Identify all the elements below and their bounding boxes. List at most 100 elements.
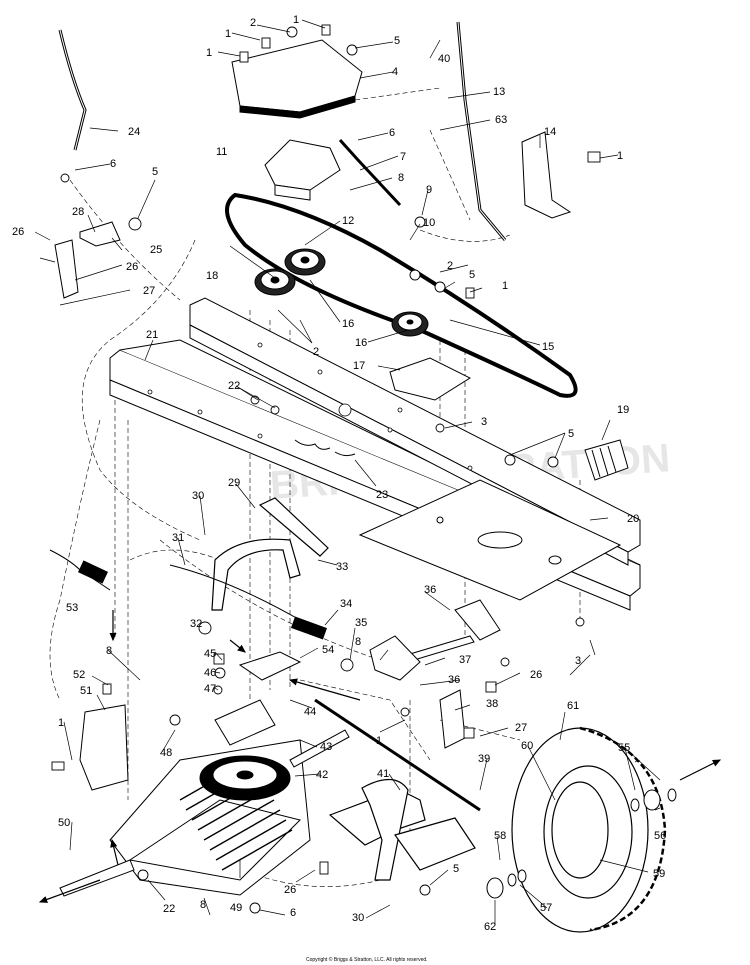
callout: 26 <box>284 884 296 896</box>
callout: 22 <box>163 903 175 915</box>
callout: 35 <box>355 617 367 629</box>
bracket-41-loop <box>361 778 409 881</box>
callout: 45 <box>204 648 216 660</box>
callout: 28 <box>72 206 84 218</box>
callout: 26 <box>530 669 542 681</box>
callout: 51 <box>80 685 92 697</box>
frame-holes <box>147 342 473 471</box>
callout: 26 <box>126 261 138 273</box>
callout: 1 <box>502 280 508 292</box>
callout: 40 <box>438 53 450 65</box>
callout: 25 <box>150 244 162 256</box>
leader-lines <box>34 19 661 925</box>
callout: 24 <box>128 126 140 138</box>
copyright-text: Copyright © Briggs & Stratton, LLC. All … <box>306 956 428 963</box>
callout: 1 <box>376 735 382 747</box>
drive-belt <box>225 192 578 398</box>
callout: 15 <box>542 341 554 353</box>
callout: 56 <box>654 830 666 842</box>
rear-wheel <box>511 726 667 933</box>
callout: 10 <box>423 217 435 229</box>
callout: 12 <box>342 215 354 227</box>
callout: 50 <box>58 817 70 829</box>
springs-23 <box>294 439 356 457</box>
callout: 16 <box>342 318 354 330</box>
callout: 9 <box>426 184 432 196</box>
callout: 6 <box>389 127 395 139</box>
callout: 59 <box>653 868 665 880</box>
frame-cross-plate <box>358 479 622 601</box>
callout: 18 <box>206 270 218 282</box>
callout: 48 <box>160 747 172 759</box>
callout: 5 <box>453 863 459 875</box>
callout: 6 <box>110 158 116 170</box>
bracket-14 <box>521 131 572 219</box>
bracket-36 <box>454 599 501 641</box>
callout: 31 <box>172 532 184 544</box>
callout: 8 <box>106 645 112 657</box>
rods-inner <box>59 21 506 241</box>
idler-pulley-16b <box>391 311 429 337</box>
callout: 38 <box>486 698 498 710</box>
callout: 20 <box>627 513 639 525</box>
wheel-hub-parts <box>486 788 677 899</box>
callout: 22 <box>228 380 240 392</box>
callout: 16 <box>355 337 367 349</box>
callout: 5 <box>394 35 400 47</box>
idler-bracket <box>264 139 341 191</box>
callout: 19 <box>617 404 629 416</box>
bracket-43 <box>214 699 276 746</box>
callout: 55 <box>618 742 630 754</box>
clutch-lever <box>258 497 329 557</box>
idler-pulley-18 <box>254 268 296 296</box>
callout: 47 <box>204 683 216 695</box>
callout: 34 <box>340 598 352 610</box>
shift-bracket <box>369 635 421 681</box>
callout: 32 <box>190 618 202 630</box>
callout: 5 <box>469 269 475 281</box>
callout: 58 <box>494 830 506 842</box>
callout: 53 <box>66 602 78 614</box>
callout: 11 <box>216 146 227 158</box>
callout: 30 <box>192 490 204 502</box>
callout: 44 <box>304 706 316 718</box>
bracket-26 <box>54 239 79 299</box>
callout: 43 <box>320 741 332 753</box>
idler-pulley-16 <box>284 248 326 276</box>
callout: 37 <box>459 654 471 666</box>
spring-53 <box>49 549 111 591</box>
callout: 1 <box>58 717 64 729</box>
fasteners <box>51 24 601 914</box>
callout: 17 <box>353 360 365 372</box>
bracket-54 <box>238 651 302 681</box>
transaxle <box>109 739 311 896</box>
callout: 52 <box>73 669 85 681</box>
callout: 1 <box>206 47 212 59</box>
shaft-43 <box>289 729 350 768</box>
idler-bracket-side <box>274 184 311 201</box>
idler-bracket-17 <box>389 357 472 401</box>
callout: 39 <box>478 753 490 765</box>
callout: 2 <box>447 260 453 272</box>
drive-belt-inner <box>231 199 570 390</box>
spring-34 <box>290 616 328 640</box>
callout: 57 <box>540 902 552 914</box>
callout: 23 <box>376 489 388 501</box>
callout: 61 <box>567 700 579 712</box>
bracket-51 <box>79 704 129 791</box>
callout: 1 <box>293 14 299 26</box>
callout: 13 <box>493 86 505 98</box>
callout: 6 <box>290 907 296 919</box>
callout: 36 <box>448 674 460 686</box>
bracket-28 <box>79 221 121 247</box>
callout: 27 <box>515 722 527 734</box>
callout: 60 <box>521 740 533 752</box>
bracket-lower-5 <box>394 817 476 871</box>
callout: 63 <box>495 114 507 126</box>
callout: 30 <box>352 912 364 924</box>
callout: 5 <box>568 428 574 440</box>
callout: 46 <box>204 667 216 679</box>
callout: 1 <box>617 150 623 162</box>
callout: 41 <box>377 768 389 780</box>
callout: 2 <box>250 17 256 29</box>
